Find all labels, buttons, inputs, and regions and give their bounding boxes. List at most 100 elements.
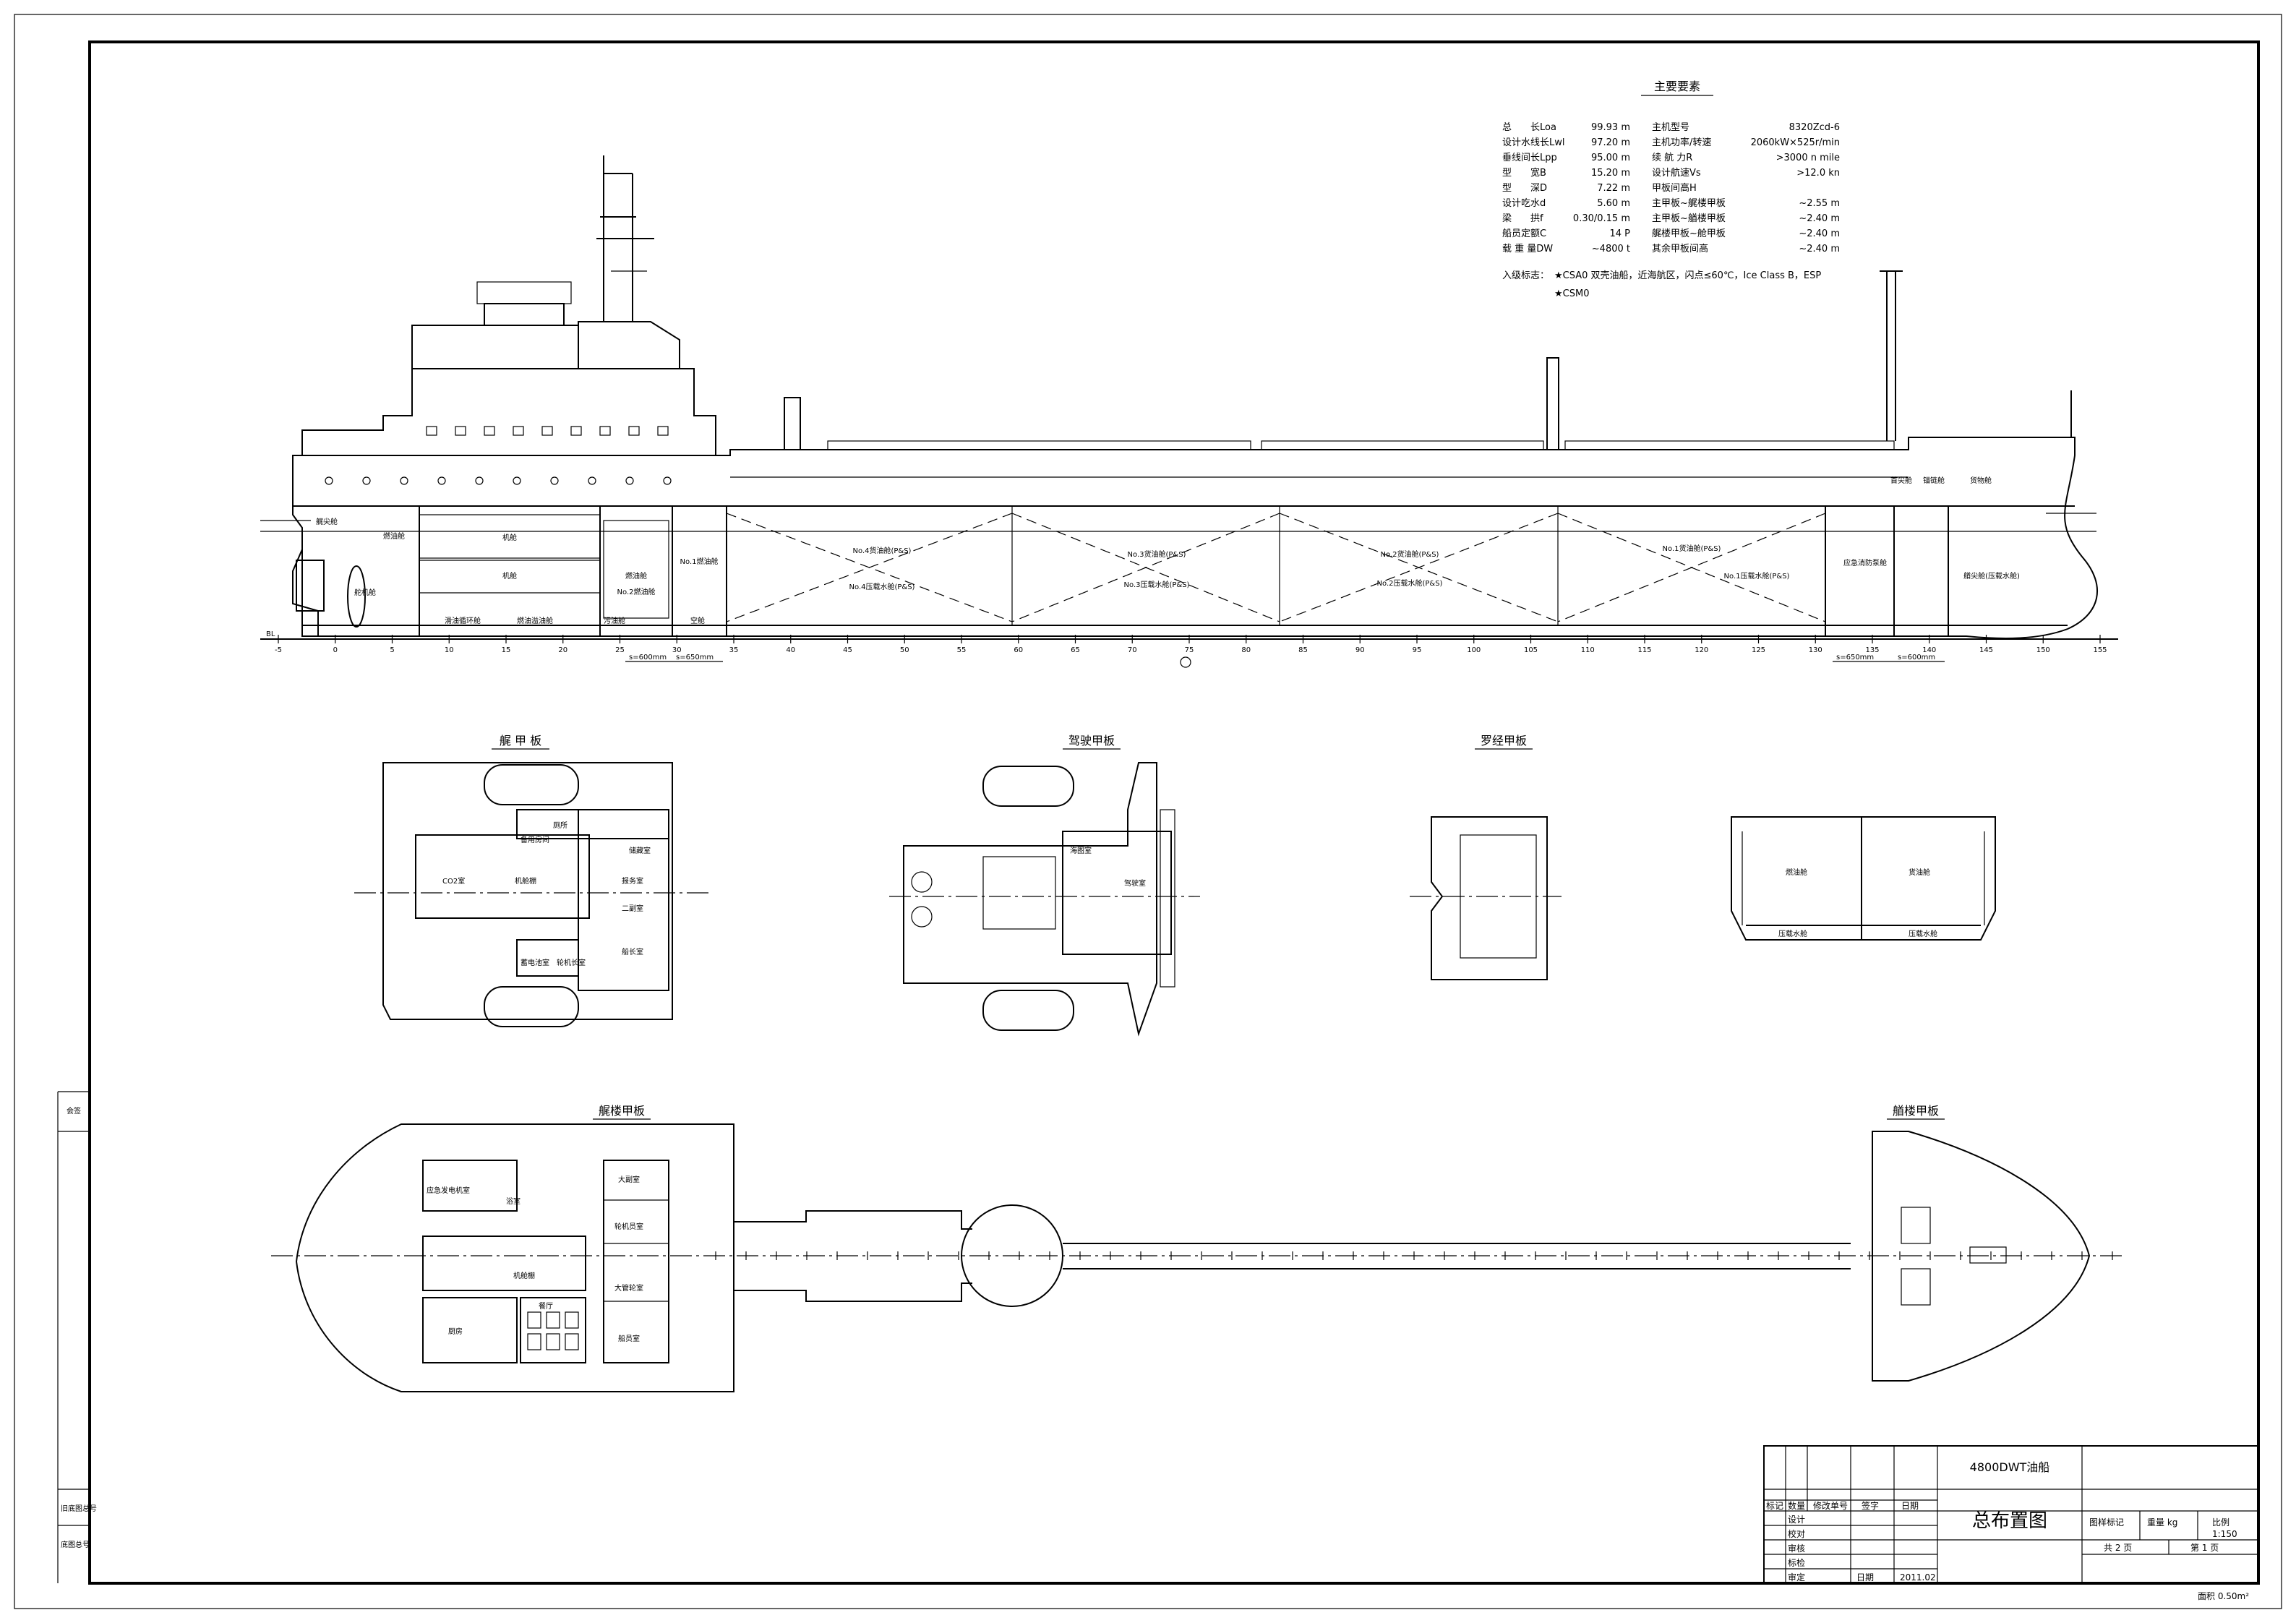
porthole	[400, 476, 408, 485]
propeller	[347, 565, 366, 628]
particular-value: 97.20 m	[1591, 137, 1630, 148]
spacing-note-4: s=600mm	[1898, 654, 1935, 661]
superstructure	[301, 368, 716, 455]
class-label: 入级标志：	[1502, 270, 1549, 281]
midship-section: 燃油舱 货油舱 压载水舱 压载水舱	[1731, 816, 1996, 941]
frame-label: 10	[445, 646, 454, 654]
room-label: 大副室	[618, 1175, 640, 1184]
compartment-label: No.1燃油舱	[680, 557, 719, 566]
frame-label: 50	[900, 646, 909, 654]
compass-deck-plan: 罗经甲板	[1410, 734, 1562, 980]
room-label: 厨房	[448, 1327, 463, 1336]
tank-label: No.4货油舱(P&S)	[853, 546, 912, 555]
particular-label: 其余甲板间高	[1652, 243, 1708, 254]
frame-label: 30	[672, 646, 682, 654]
room-label: 轮机员室	[614, 1222, 643, 1231]
compartment-label: 舵机舱	[354, 588, 376, 597]
room-label: CO2室	[442, 876, 465, 886]
room-label: 浴室	[506, 1196, 521, 1206]
mess-table	[527, 1333, 541, 1350]
mess-table	[565, 1333, 579, 1350]
lifeboat-icon	[484, 986, 579, 1027]
compartment-label: 机舱	[502, 533, 517, 542]
side-panel: 会签 旧底图总号 底图总号	[57, 1091, 97, 1583]
frame-label: 145	[1979, 646, 1993, 654]
hull-outline	[292, 437, 2099, 639]
mess-table	[546, 1333, 560, 1350]
particulars-title: 主要要素	[1654, 80, 1700, 93]
date-value: 2011.02	[1900, 1572, 1936, 1583]
compartment-label: No.2燃油舱	[617, 587, 656, 596]
room-label: 报务室	[622, 876, 643, 886]
particular-value: 7.22 m	[1597, 183, 1630, 194]
frame-label: 100	[1467, 646, 1481, 654]
baseline-label: BL	[266, 630, 275, 638]
porthole	[663, 476, 672, 485]
window	[513, 426, 524, 436]
room-label: 应急发电机室	[427, 1186, 470, 1195]
frame-label: -5	[275, 646, 282, 654]
room-label: 餐厅	[539, 1301, 553, 1311]
title-block: 标记 数量 修改单号 签字 日期 设计 校对 审核 标检 审定 日期 2011.…	[1763, 1445, 2259, 1584]
particular-value: ~4800 t	[1592, 244, 1630, 254]
role-cell: 标检	[1788, 1557, 1805, 1568]
bottom-label: 空舱	[690, 616, 705, 625]
drawing-no-label: 底图总号	[61, 1540, 90, 1549]
room-label: 轮机长室	[557, 958, 586, 967]
window	[570, 426, 582, 436]
compartment-label: 锚链舱	[1923, 476, 1945, 485]
frame-label: 85	[1298, 646, 1308, 654]
porthole	[325, 476, 333, 485]
particular-label: 设计水线长Lwl	[1502, 137, 1565, 148]
section-label: 燃油舱	[1786, 868, 1807, 877]
header-cell: 标记	[1766, 1501, 1783, 1511]
particular-value: 5.60 m	[1597, 198, 1630, 209]
frame-label: 55	[957, 646, 967, 654]
fore-mast	[1880, 270, 1903, 441]
particular-label: 主甲板~艏楼甲板	[1652, 213, 1726, 224]
role-cell: 设计	[1788, 1515, 1805, 1525]
class-notation-1: ★CSA0 双壳油船，近海航区，闪点≤60℃，Ice Class B，ESP	[1554, 270, 1821, 281]
header-cell: 签字	[1862, 1500, 1879, 1511]
frame-label: 25	[615, 646, 625, 654]
section-label: 压载水舱	[1778, 929, 1807, 938]
countersign-label: 会签	[67, 1106, 81, 1115]
frame-label: 115	[1637, 646, 1651, 654]
room-label: 蓄电池室	[521, 958, 549, 967]
frame-label: 155	[2093, 646, 2107, 654]
section-label: 压载水舱	[1909, 929, 1937, 938]
frame-label: 35	[729, 646, 739, 654]
frame-label: 75	[1185, 646, 1194, 654]
lifeboat-icon	[484, 764, 579, 805]
frame-label: 150	[2036, 646, 2050, 654]
particular-label: 型 宽B	[1502, 167, 1546, 179]
particular-value: ~2.40 m	[1799, 244, 1840, 254]
room-label: 机舱棚	[513, 1271, 535, 1280]
header-cell: 数量	[1788, 1500, 1805, 1511]
frame-label: 65	[1071, 646, 1080, 654]
particular-value: 95.00 m	[1591, 153, 1630, 163]
frame-label: 110	[1581, 646, 1595, 654]
view-title: 驾驶甲板	[1068, 734, 1115, 748]
room-label: 二副室	[622, 904, 643, 913]
particular-label: 船员定额C	[1502, 228, 1546, 239]
room-label: 海图室	[1070, 846, 1092, 855]
porthole	[475, 476, 484, 485]
tank-label: No.1压载水舱(P&S)	[1724, 571, 1790, 581]
scale-label: 比例	[2212, 1517, 2229, 1528]
window	[599, 426, 611, 436]
frame-label: 5	[390, 646, 394, 654]
mess-tables	[527, 1311, 579, 1350]
header-cell: 日期	[1901, 1501, 1919, 1511]
particular-label: 设计航速Vs	[1652, 167, 1701, 179]
bottom-label: 滑油循环舱	[445, 616, 481, 625]
particular-value: 14 P	[1609, 228, 1630, 239]
deck-frame-marks	[715, 1251, 2113, 1260]
mess-table	[546, 1311, 560, 1329]
window	[484, 426, 495, 436]
room-label: 船员室	[618, 1334, 640, 1343]
